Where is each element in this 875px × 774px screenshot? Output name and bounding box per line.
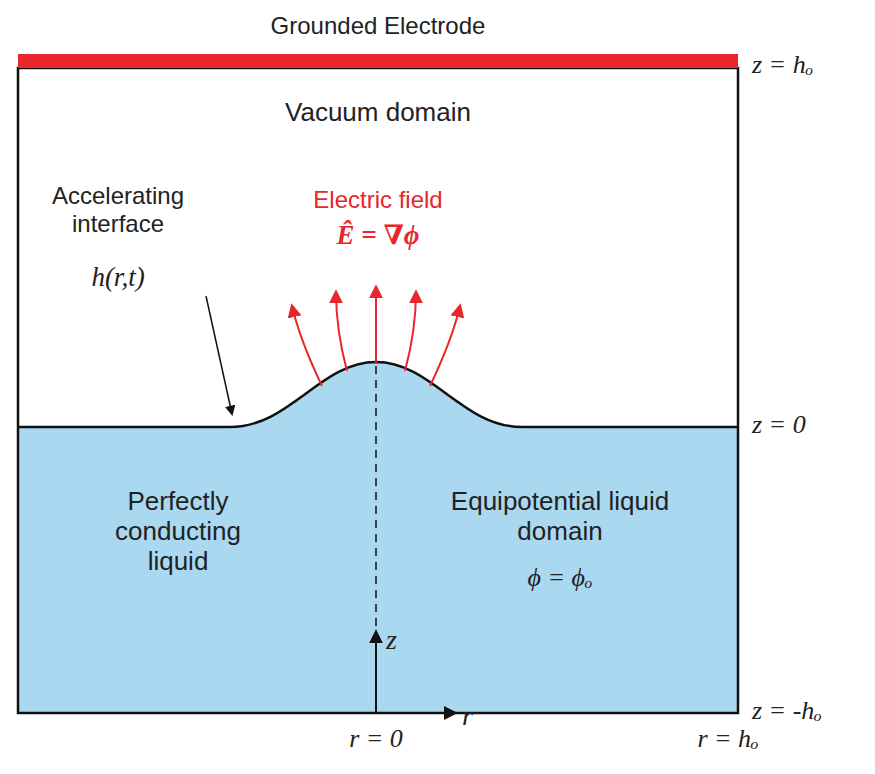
domain-region: Perfectly conducting liquid Equipotential… [18,445,738,685]
callout-label: Accelerating interface [23,182,213,237]
coordinate-label: r = hₒ [673,724,783,754]
coordinate-label: h(r,t) [58,262,178,293]
region-label: Equipotential liquid domain [420,487,700,547]
domain-region: Vacuum domain [18,70,738,130]
coordinate-label: z = hₒ [752,50,813,80]
region-label: Vacuum domain [198,98,558,128]
symmetry-axis [375,366,377,630]
liquid-fill [18,362,738,713]
electrode-bar: Grounded Electrode [18,54,738,68]
coordinate-label: z [386,624,397,656]
callout-label: Electric field [268,186,488,214]
r-axis [376,712,455,714]
region-label: Perfectly conducting liquid [83,487,273,577]
region-label: ϕ = ϕₒ [460,563,660,593]
coordinate-label: z = -hₒ [752,696,822,726]
leader-line [206,296,232,414]
field-arrows [292,287,460,386]
domain-outline [18,68,738,713]
coordinate-label: z = 0 [752,410,806,440]
coordinate-label: r [462,700,473,732]
coordinate-label: Ê = ∇ϕ [298,220,458,251]
interface-curve [18,362,738,427]
region-label: Grounded Electrode [178,12,578,40]
coordinate-label: r = 0 [316,724,436,754]
z-axis [375,632,377,713]
